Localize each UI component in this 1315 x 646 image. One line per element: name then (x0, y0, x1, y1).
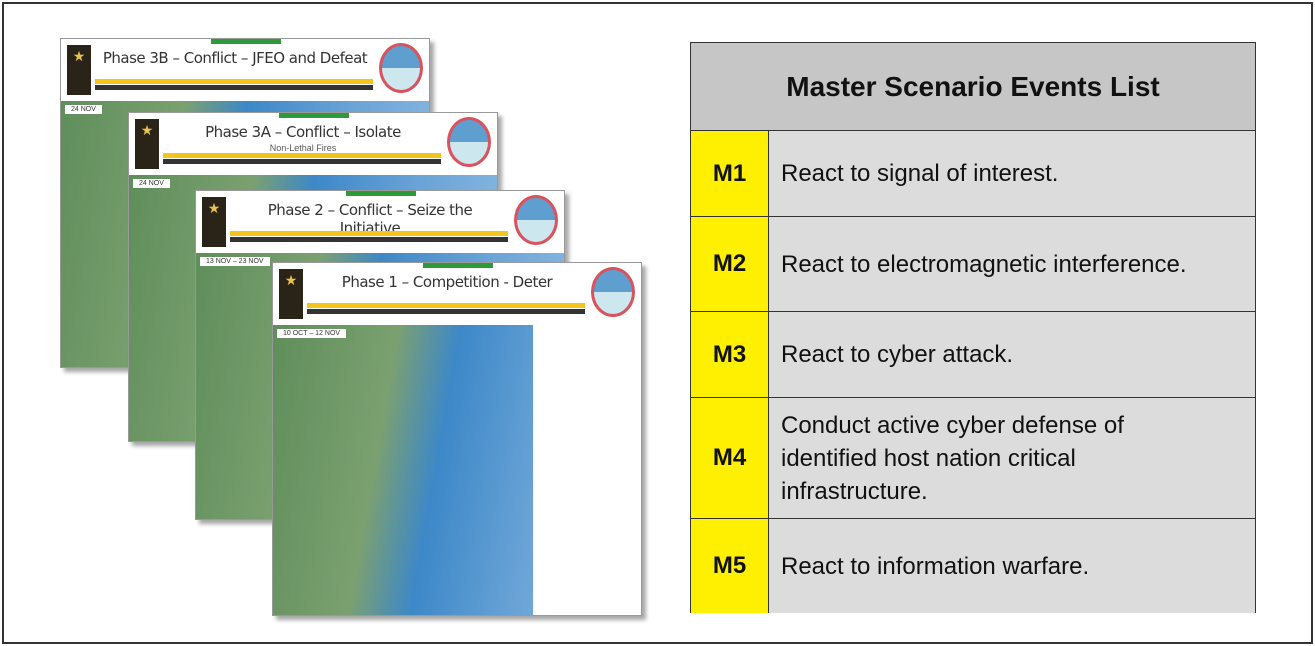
events-table: Master Scenario Events List M1 React to … (690, 42, 1256, 613)
unit-seal-icon (379, 43, 423, 93)
event-description: React to electromagnetic interference. (781, 250, 1187, 278)
slide-title: Phase 1 – Competition - Deter (341, 273, 553, 291)
army-star-logo: ★ (67, 45, 91, 95)
event-description: Conduct active cyber defense of identifi… (781, 411, 1124, 505)
army-star-logo: ★ (135, 119, 159, 169)
event-description: React to information warfare. (781, 552, 1090, 580)
slide-phase-1: ★ Phase 1 – Competition - Deter 10 OCT –… (272, 262, 642, 616)
slide-subtitle: Non-Lethal Fires (269, 143, 337, 153)
unit-seal-icon (591, 267, 635, 317)
slide-date: 13 NOV – 23 NOV (200, 257, 270, 266)
table-row: M1 React to signal of interest. (691, 131, 1255, 217)
slide-title: Phase 3B – Conflict – JFEO and Defeat (102, 49, 368, 67)
event-id: M2 (691, 217, 769, 311)
event-id: M5 (691, 519, 769, 613)
slide-title: Phase 3A – Conflict – Isolate (205, 123, 401, 141)
slide-date: 10 OCT – 12 NOV (277, 329, 347, 338)
table-row: M3 React to cyber attack. (691, 312, 1255, 398)
army-star-logo: ★ (202, 197, 226, 247)
table-row: M5 React to information warfare. (691, 519, 1255, 613)
unit-seal-icon (514, 195, 558, 245)
table-row: M4 Conduct active cyber defense of ident… (691, 398, 1255, 519)
slide-date: 24 NOV (133, 179, 170, 188)
unit-seal-icon (447, 117, 491, 167)
event-id: M3 (691, 312, 769, 397)
table-title: Master Scenario Events List (691, 43, 1255, 131)
event-description: React to cyber attack. (781, 341, 1014, 368)
event-id: M1 (691, 131, 769, 216)
table-row: M2 React to electromagnetic interference… (691, 217, 1255, 312)
slide-date: 24 NOV (65, 105, 102, 114)
event-description: React to signal of interest. (781, 160, 1059, 187)
situation-text (533, 325, 641, 615)
event-id: M4 (691, 398, 769, 518)
army-star-logo: ★ (279, 269, 303, 319)
